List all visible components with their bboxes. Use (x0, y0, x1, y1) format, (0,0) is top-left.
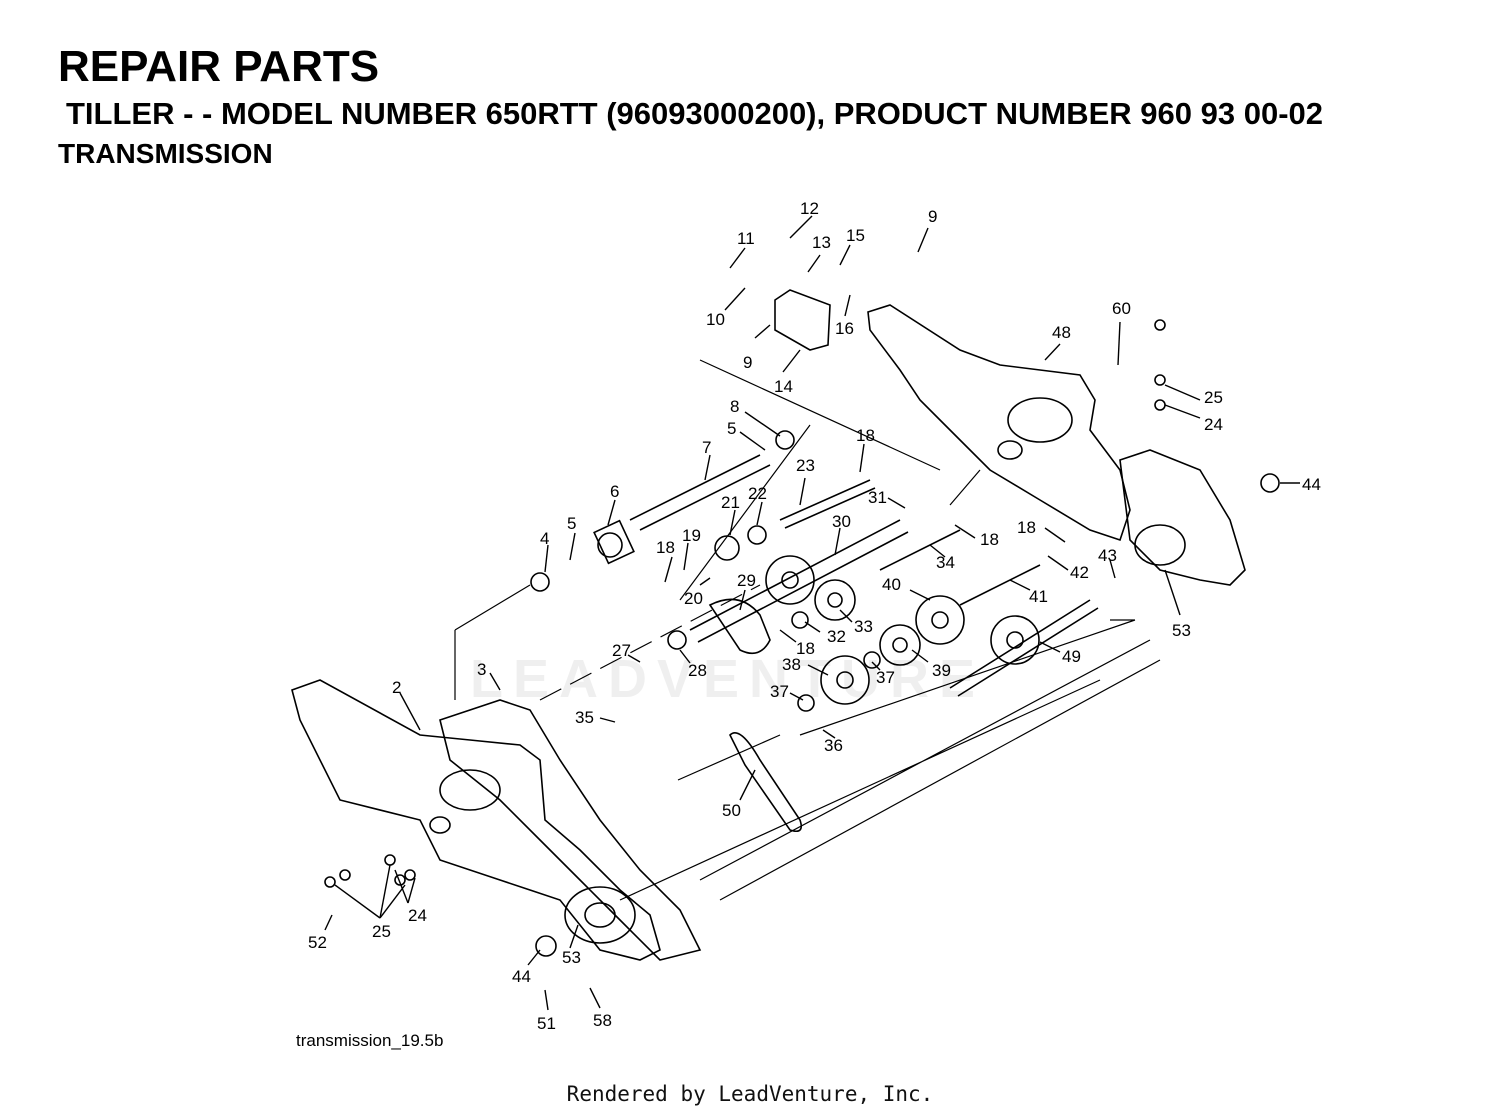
callout: 8 (730, 397, 739, 416)
section-title: TRANSMISSION (58, 138, 273, 169)
callout: 29 (737, 571, 756, 590)
figure-filename: transmission_19.5b (296, 1031, 444, 1050)
callout: 60 (1112, 299, 1131, 318)
callout: 58 (593, 1011, 612, 1030)
shaft-30 (689, 519, 909, 643)
callout: 9 (928, 207, 937, 226)
left-side-plate (291, 679, 661, 961)
shaft-34 (879, 529, 961, 571)
callout: 31 (868, 488, 887, 507)
callout: 18 (856, 426, 875, 445)
callout: 14 (774, 377, 793, 396)
callout: 25 (372, 922, 391, 941)
page-title: REPAIR PARTS (58, 42, 380, 91)
callout: 18 (796, 639, 815, 658)
callout: 9 (743, 353, 752, 372)
callout: 38 (782, 655, 801, 674)
callout: 22 (748, 484, 767, 503)
callout-labels: 12 11 13 15 9 10 16 9 14 60 48 25 24 8 5… (308, 199, 1321, 1033)
callout: 23 (796, 456, 815, 475)
callout: 33 (854, 617, 873, 636)
callout: 19 (682, 526, 701, 545)
callout: 5 (727, 419, 736, 438)
bracket-14 (774, 289, 831, 351)
right-chain-guard (1119, 449, 1246, 586)
watermark: LEADVENTURE (470, 649, 986, 709)
callout: 18 (656, 538, 675, 557)
callout: 10 (706, 310, 725, 329)
callout: 52 (308, 933, 327, 952)
callout: 18 (980, 530, 999, 549)
chain-29 (708, 598, 771, 655)
callout: 53 (1172, 621, 1191, 640)
callout: 30 (832, 512, 851, 531)
callout: 16 (835, 319, 854, 338)
callout: 3 (477, 660, 486, 679)
callout: 6 (610, 482, 619, 501)
callout: 41 (1029, 587, 1048, 606)
callout: 37 (876, 668, 895, 687)
callout: 36 (824, 736, 843, 755)
callout: 39 (932, 661, 951, 680)
callout: 25 (1204, 388, 1223, 407)
callout: 53 (562, 948, 581, 967)
shaft-41 (959, 564, 1041, 606)
callout: 2 (392, 678, 401, 697)
callout: 32 (827, 627, 846, 646)
left-chain-guard (439, 699, 702, 961)
callout: 7 (702, 438, 711, 457)
shaft-23 (779, 479, 876, 529)
shaft-7 (629, 454, 771, 531)
callout: 5 (567, 514, 576, 533)
callout: 44 (1302, 475, 1321, 494)
callout: 44 (512, 967, 531, 986)
callout: 42 (1070, 563, 1089, 582)
callout: 35 (575, 708, 594, 727)
callout: 13 (812, 233, 831, 252)
callout: 4 (540, 529, 549, 548)
shaft-49 (949, 599, 1099, 697)
callout: 24 (408, 906, 427, 925)
model-subtitle: TILLER - - MODEL NUMBER 650RTT (96093000… (66, 96, 1323, 131)
callout: 50 (722, 801, 741, 820)
callout: 28 (688, 661, 707, 680)
footer-credit: Rendered by LeadVenture, Inc. (566, 1082, 934, 1106)
callout: 20 (684, 589, 703, 608)
callout: 18 (1017, 518, 1036, 537)
callout: 27 (612, 641, 631, 660)
callout: 15 (846, 226, 865, 245)
callout: 49 (1062, 647, 1081, 666)
callout: 43 (1098, 546, 1117, 565)
right-side-plate (867, 304, 1131, 542)
callout: 24 (1204, 415, 1223, 434)
callout: 11 (737, 229, 755, 248)
callout: 34 (936, 553, 955, 572)
callout: 37 (770, 682, 789, 701)
callout: 51 (537, 1014, 556, 1033)
callout: 40 (882, 575, 901, 594)
callout: 21 (721, 493, 740, 512)
callout: 48 (1052, 323, 1071, 342)
callout: 12 (800, 199, 819, 218)
